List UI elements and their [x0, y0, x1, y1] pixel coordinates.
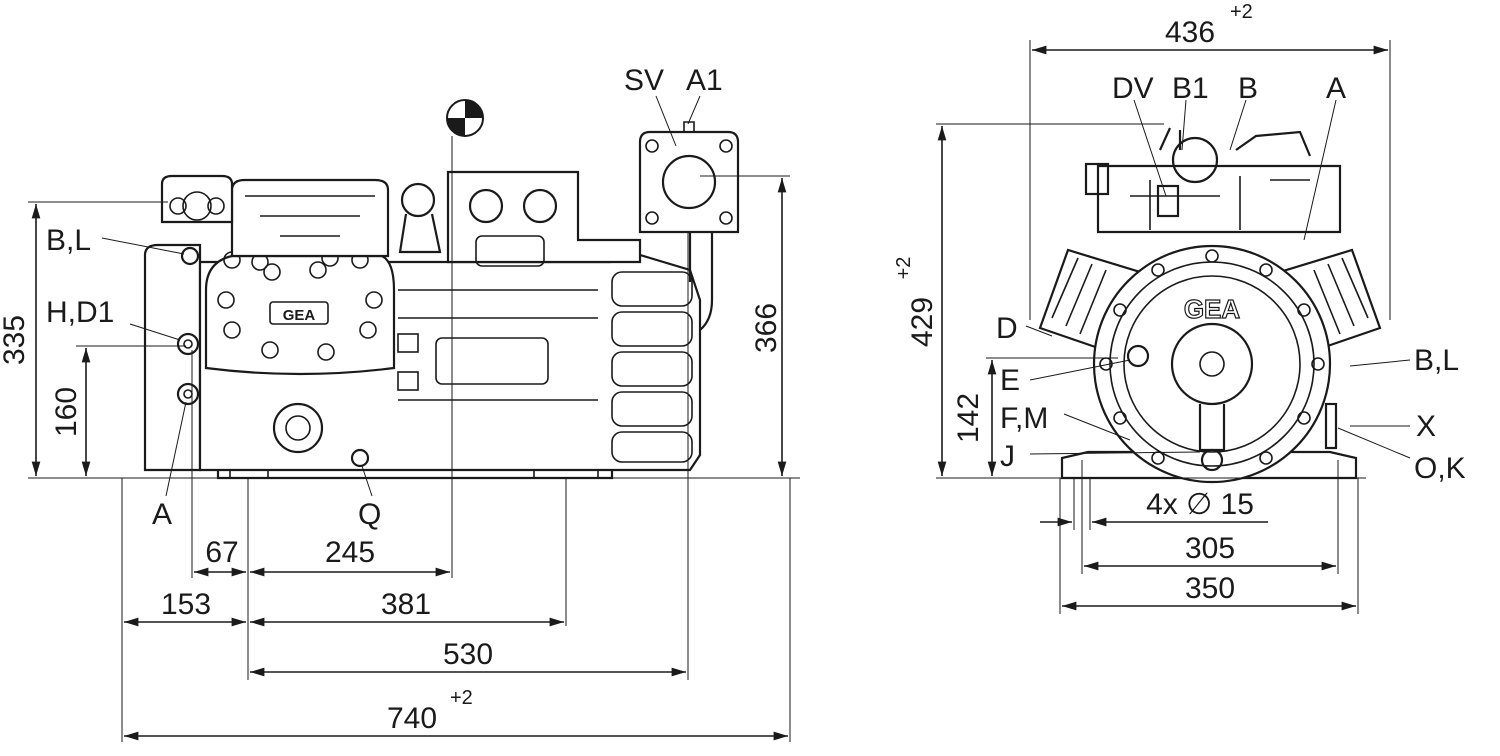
- dim-142: 142: [952, 393, 985, 443]
- dim-67: 67: [205, 536, 238, 569]
- port-e: [1126, 344, 1150, 368]
- suction-valve: [230, 178, 390, 258]
- port-a: [176, 382, 200, 406]
- label-x: X: [1416, 410, 1436, 443]
- dim-holes: 4x ∅ 15: [1146, 488, 1254, 521]
- front-view: GEA: [893, 1, 1466, 614]
- eye-bolt: [400, 182, 436, 218]
- dim-335: 335: [0, 315, 31, 365]
- dim-350: 350: [1185, 572, 1235, 605]
- label-q: Q: [358, 498, 381, 531]
- dim-740: 740: [387, 702, 437, 735]
- dim-160: 160: [50, 387, 83, 437]
- label-dv: DV: [1112, 72, 1154, 105]
- dim-436-tolerance: +2: [1230, 1, 1253, 23]
- label-bl-front: B,L: [1414, 344, 1459, 377]
- port-bl: [180, 246, 200, 266]
- motor-ribs: [611, 271, 693, 463]
- label-bl: B,L: [46, 224, 91, 257]
- flange-bolts: [1099, 249, 1325, 465]
- dim-429: 429: [906, 297, 939, 347]
- label-ok: O,K: [1414, 452, 1466, 485]
- dim-381: 381: [381, 588, 431, 621]
- center-of-gravity-icon: [446, 99, 484, 137]
- label-fm: F,M: [1000, 402, 1048, 435]
- dim-305: 305: [1185, 532, 1235, 565]
- dim-740-tolerance: +2: [450, 687, 473, 709]
- shaft-flange: [1170, 322, 1254, 406]
- oil-sight-flange: [272, 402, 324, 454]
- dim-429-tolerance: +2: [893, 257, 915, 280]
- port-hd1: [176, 332, 200, 356]
- label-d: D: [996, 312, 1018, 345]
- label-j: J: [1000, 440, 1015, 473]
- dim-366: 366: [750, 303, 783, 353]
- label-hd1: H,D1: [46, 296, 114, 329]
- label-b1: B1: [1172, 72, 1209, 105]
- front-logo: GEA: [1184, 294, 1241, 324]
- cylinder-head: [204, 254, 396, 376]
- front-top-block: [1096, 164, 1342, 234]
- label-e: E: [1000, 364, 1020, 397]
- side-logo-plate: [269, 301, 329, 325]
- side-logo: GEA: [283, 307, 316, 324]
- port-q: [350, 448, 370, 468]
- left-flange: [160, 174, 234, 224]
- discharge-valve: [638, 130, 740, 234]
- label-a-front: A: [1326, 72, 1346, 105]
- side-view: GEA: [0, 64, 800, 742]
- side-endcap: [143, 243, 202, 472]
- crankcase-circle: [1092, 244, 1332, 484]
- dim-245: 245: [325, 536, 375, 569]
- dv-valve: [1156, 184, 1180, 218]
- dim-530: 530: [443, 638, 493, 671]
- label-a: A: [152, 498, 172, 531]
- label-b: B: [1238, 72, 1258, 105]
- label-a1: A1: [686, 64, 723, 97]
- dim-436: 436: [1165, 16, 1215, 49]
- port-ok: [1324, 402, 1338, 450]
- label-sv: SV: [624, 64, 664, 97]
- dim-153: 153: [161, 588, 211, 621]
- port-j: [1200, 448, 1224, 472]
